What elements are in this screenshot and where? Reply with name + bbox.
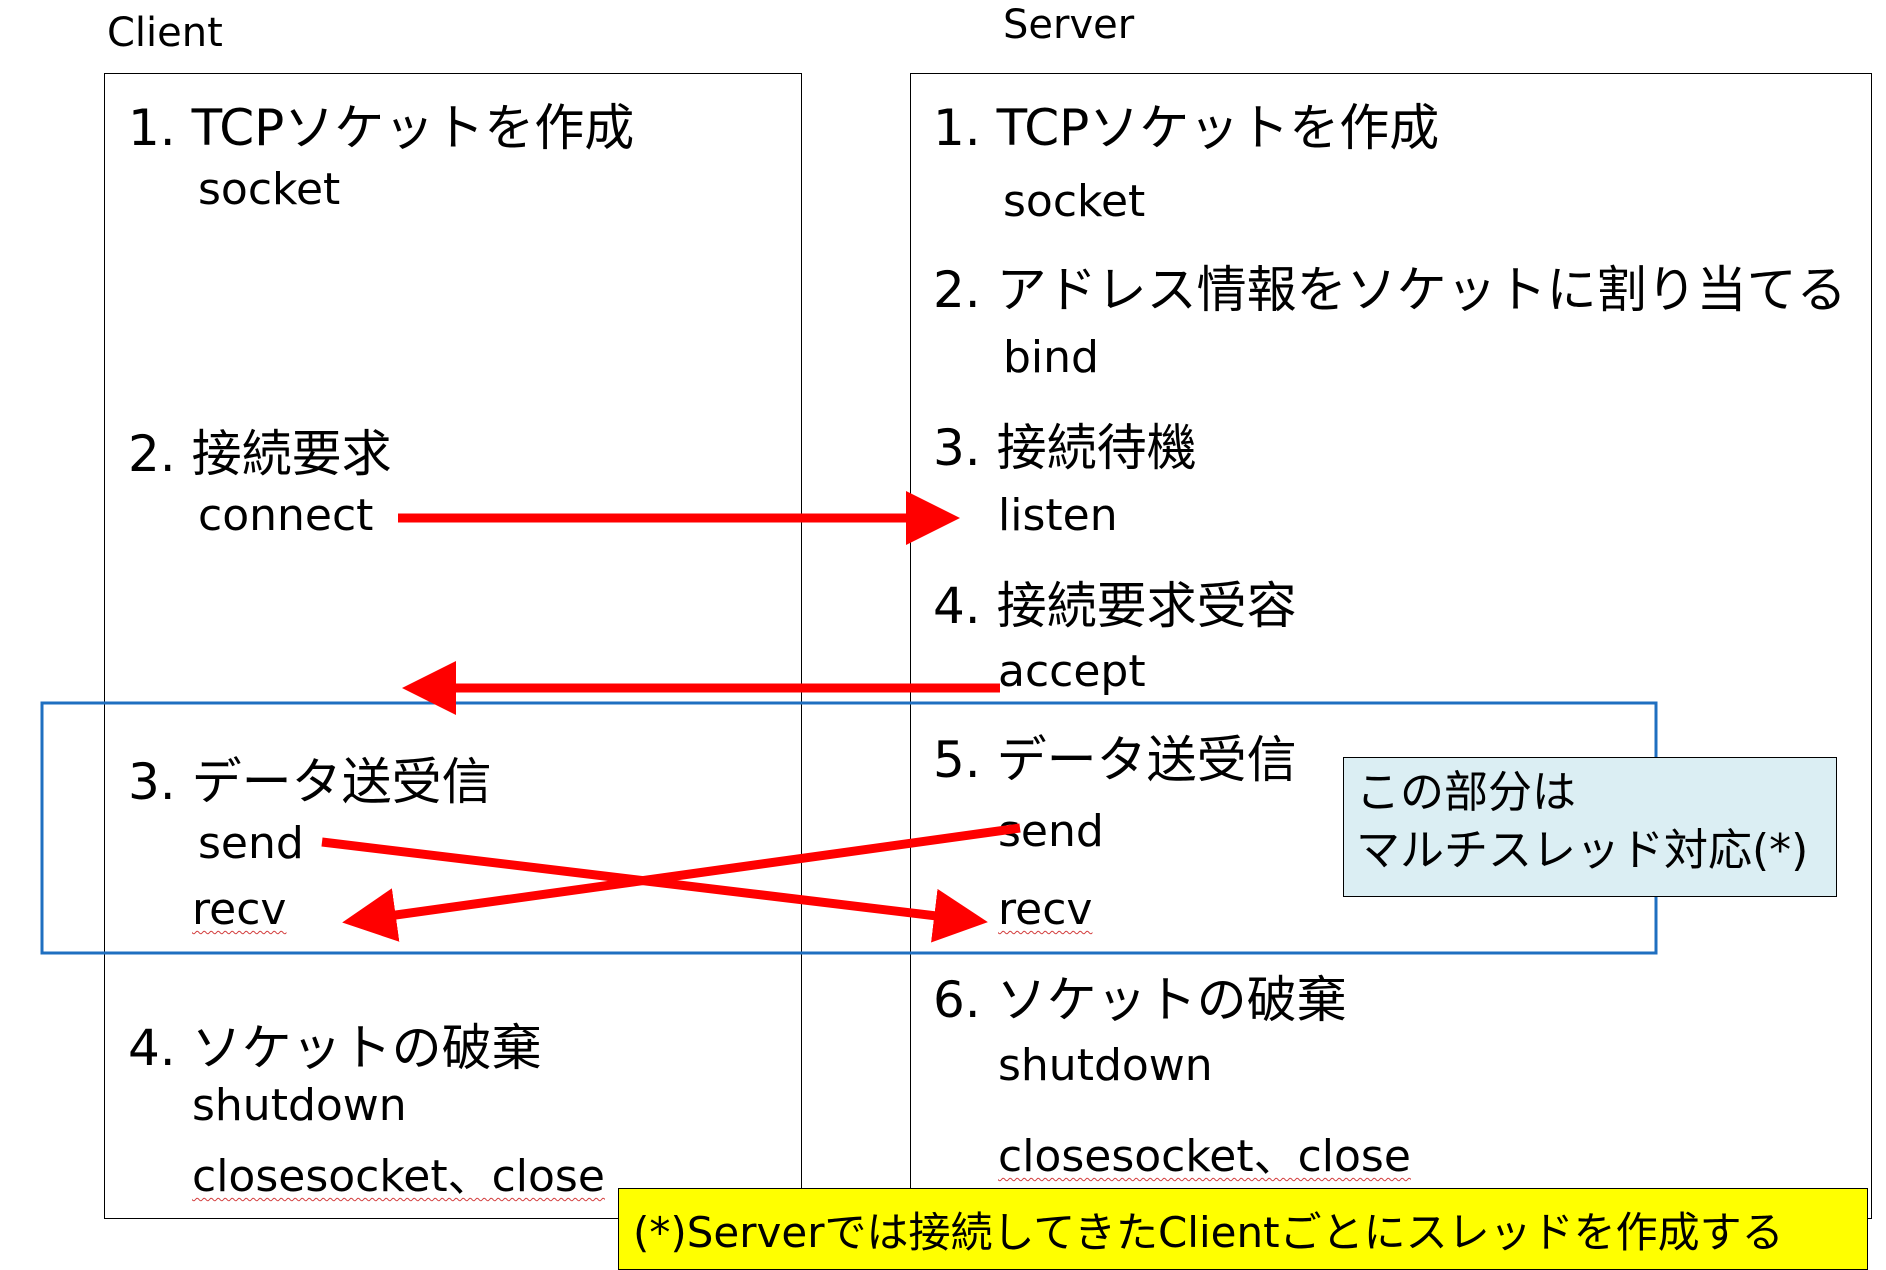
client-func-recv: recv bbox=[192, 884, 287, 935]
multithread-callout: この部分は マルチスレッド対応(*) bbox=[1343, 757, 1837, 897]
server-func-listen: listen bbox=[998, 490, 1118, 541]
client-func-socket: socket bbox=[198, 164, 341, 215]
server-step-5-label: 5. データ送受信 bbox=[933, 731, 1297, 789]
server-func-accept: accept bbox=[998, 646, 1146, 697]
client-title: Client bbox=[107, 10, 223, 56]
server-step-6-label: 6. ソケットの破棄 bbox=[933, 971, 1347, 1029]
callout-line-2: マルチスレッド対応(*) bbox=[1356, 825, 1809, 876]
client-box bbox=[104, 73, 802, 1219]
server-func-recv: recv bbox=[998, 884, 1093, 935]
arrow-server-send-to-client-recv bbox=[342, 823, 1021, 942]
client-func-shutdown: shutdown bbox=[192, 1080, 407, 1131]
callout-line-1: この部分は bbox=[1356, 767, 1576, 818]
server-step-1-label: 1. TCPソケットを作成 bbox=[933, 99, 1440, 157]
client-step-2-label: 2. 接続要求 bbox=[128, 425, 392, 483]
server-func-socket: socket bbox=[1003, 176, 1146, 227]
client-func-closesocket: closesocket、close bbox=[192, 1151, 605, 1202]
client-step-3-label: 3. データ送受信 bbox=[128, 753, 492, 811]
client-func-send: send bbox=[198, 818, 304, 869]
client-func-connect: connect bbox=[198, 490, 374, 541]
client-step-4-label: 4. ソケットの破棄 bbox=[128, 1019, 542, 1077]
server-func-bind: bind bbox=[1003, 332, 1099, 383]
server-step-2-label: 2. アドレス情報をソケットに割り当てる bbox=[933, 261, 1847, 319]
server-step-4-label: 4. 接続要求受容 bbox=[933, 577, 1297, 635]
server-title: Server bbox=[1003, 2, 1135, 48]
server-func-shutdown: shutdown bbox=[998, 1040, 1213, 1091]
server-step-3-label: 3. 接続待機 bbox=[933, 419, 1197, 477]
server-func-closesocket: closesocket、close bbox=[998, 1131, 1411, 1182]
client-step-1-label: 1. TCPソケットを作成 bbox=[128, 99, 635, 157]
footnote: (*)Serverでは接続してきたClientごとにスレッドを作成する bbox=[618, 1188, 1868, 1270]
